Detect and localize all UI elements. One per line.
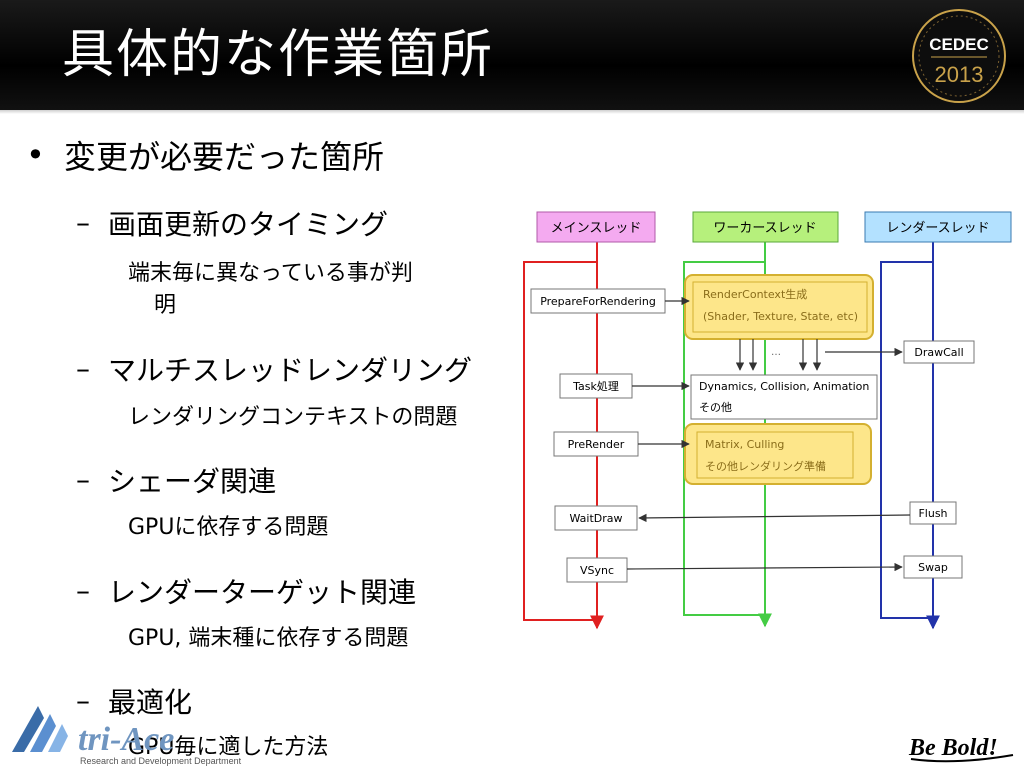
flush-label: Flush [918, 507, 947, 520]
thread-diagram: メインスレッド ワーカースレッド レンダースレッド RenderContext生… [523, 211, 1012, 630]
waitdraw-label: WaitDraw [569, 512, 622, 525]
item-1-line-2: 明 [154, 293, 177, 318]
dash-4: – [76, 574, 90, 607]
render-context-line-1: RenderContext生成 [703, 287, 807, 301]
arrow-flush [638, 513, 911, 523]
flush-box [909, 501, 957, 525]
prepare-label: PrepareForRendering [540, 295, 656, 308]
header-divider [0, 110, 1024, 114]
prerender-label: PreRender [568, 438, 625, 451]
item-2-heading: マルチスレッドレンダリング [108, 354, 473, 387]
vsync-box [566, 557, 628, 583]
item-4-heading: レンダーターゲット関連 [108, 576, 417, 609]
item-4-line-1: GPU, 端末種に依存する問題 [128, 626, 409, 651]
item-1-line-1: 端末毎に異なっている事が判 [128, 261, 413, 286]
slogan-text: Be Bold! [908, 735, 998, 761]
worker-thread-header [692, 211, 839, 243]
dash-1: – [76, 206, 90, 239]
vsync-label: VSync [580, 564, 614, 577]
tri-ace-logo: tri-Ace Research and Development Departm… [12, 706, 242, 766]
swap-label: Swap [918, 561, 948, 574]
item-2-line-1: レンダリングコンテキストの問題 [128, 405, 458, 430]
header-bar [0, 0, 1024, 110]
cedec-logo-year: 2013 [935, 62, 984, 87]
item-5-line-1: GPU毎に適した方法 [128, 735, 329, 760]
main-bullet: 変更が必要だった箇所 [64, 138, 385, 176]
tri-ace-text: tri-Ace [78, 721, 174, 758]
render-context-box [692, 281, 868, 333]
prerender-box [553, 431, 639, 457]
waitdraw-box [554, 505, 638, 531]
dash-2: – [76, 352, 90, 385]
item-3-heading: シェーダ関連 [108, 465, 277, 498]
dash-5: – [76, 684, 90, 717]
drawcall-label: DrawCall [914, 346, 963, 359]
dynamics-line-2: その他 [699, 401, 732, 414]
arrow-vsync [626, 562, 903, 572]
item-1-heading: 画面更新のタイミング [108, 208, 389, 241]
drawcall-box [903, 340, 975, 364]
dynamics-box [690, 374, 878, 420]
page-title: 具体的な作業箇所 [62, 25, 495, 85]
render-thread-header [864, 211, 1012, 243]
render-thread-label: レンダースレッド [886, 221, 989, 236]
render-context-highlight [684, 274, 874, 340]
task-label: Task処理 [572, 380, 619, 393]
matrix-highlight [684, 423, 872, 485]
dynamics-line-1: Dynamics, Collision, Animation [699, 380, 869, 393]
cedec-logo: CEDEC 2013 [912, 9, 1006, 103]
item-3-line-1: GPUに依存する問題 [128, 515, 329, 540]
be-bold-logo: Be Bold! [908, 735, 1014, 763]
matrix-line-1: Matrix, Culling [705, 438, 784, 451]
department-text: Research and Development Department [80, 756, 242, 766]
cedec-logo-text: CEDEC [929, 35, 989, 54]
main-thread-header [536, 211, 656, 243]
matrix-box [696, 431, 854, 479]
render-context-line-2: (Shader, Texture, State, etc) [703, 310, 858, 323]
matrix-line-2: その他レンダリング準備 [705, 459, 826, 473]
item-5-heading: 最適化 [108, 686, 193, 719]
task-box [559, 373, 633, 399]
worker-thread-label: ワーカースレッド [713, 221, 816, 236]
bullet-symbol: • [26, 136, 45, 174]
swap-box [903, 555, 963, 579]
dispatch-ellipsis: … [771, 347, 781, 358]
main-thread-label: メインスレッド [551, 221, 642, 236]
dash-3: – [76, 463, 90, 496]
